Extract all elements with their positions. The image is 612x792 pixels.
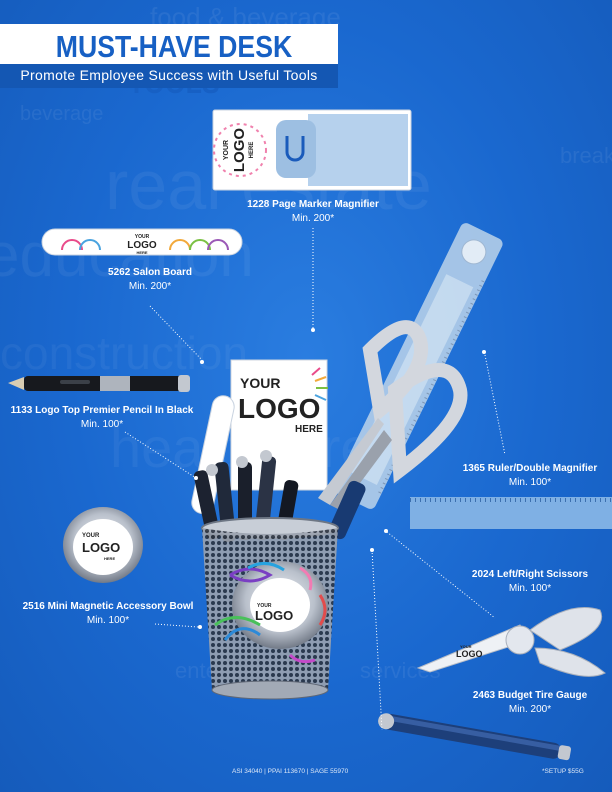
logo-here-text: HERE	[249, 142, 255, 159]
product-label: 2516 Mini Magnetic Accessory Bowl Min. 1…	[10, 600, 206, 628]
product-label: 5262 Salon Board Min. 200*	[70, 266, 230, 294]
scissors-right: YOUR LOGO	[416, 607, 606, 677]
mini-magnetic-bowl: YOUR LOGO HERE	[63, 507, 143, 583]
logo-text: LOGO	[82, 540, 120, 555]
watermark-word: beverage	[20, 103, 104, 125]
product-label: 2463 Budget Tire Gauge Min. 200*	[450, 689, 610, 717]
logo-here-text: HERE	[104, 556, 115, 561]
logo-text: LOGO	[255, 608, 293, 623]
footer-codes: ASI 34040 | PPAI 113670 | SAGE 55970	[232, 768, 349, 775]
watermark-word: services	[360, 658, 441, 683]
footer-setup: *SETUP $55G	[542, 768, 584, 775]
tire-gauge	[378, 713, 572, 761]
page-marker-magnifier: YOUR LOGO HERE	[212, 109, 412, 191]
logo-text: LOGO	[231, 128, 248, 172]
product-min: Min. 100*	[508, 583, 552, 594]
product-min: Min. 100*	[508, 477, 552, 488]
product-min: Min. 200*	[128, 281, 172, 292]
product-name: 2463 Budget Tire Gauge	[472, 690, 588, 701]
blue-ruler	[410, 497, 612, 529]
product-label: 1365 Ruler/Double Magnifier Min. 100*	[450, 462, 610, 490]
product-name: 1228 Page Marker Magnifier	[247, 199, 379, 210]
product-min: Min. 200*	[291, 213, 335, 224]
logo-here-text: HERE	[295, 424, 323, 435]
page-subtitle: Promote Employee Success with Useful Too…	[20, 67, 318, 83]
salon-board: YOUR LOGO HERE	[41, 228, 243, 256]
premier-pencil	[8, 375, 190, 392]
logo-your-text: YOUR	[257, 603, 272, 609]
logo-here-text: HERE	[136, 250, 147, 255]
header-banner: MUST-HAVE DESK TOOLS Promote Employee Su…	[0, 24, 338, 100]
logo-text: LOGO	[456, 649, 483, 659]
product-min: Min. 100*	[80, 419, 124, 430]
subtitle-bar: Promote Employee Success with Useful Too…	[0, 64, 338, 88]
logo-your-text: YOUR	[82, 533, 100, 539]
logo-your-text: YOUR	[135, 234, 150, 240]
watermark-word: construction	[0, 327, 249, 379]
logo-your-text: YOUR	[223, 140, 230, 160]
watermark-word: breakfast	[560, 143, 612, 168]
callout-lines	[124, 228, 506, 731]
product-name: 1133 Logo Top Premier Pencil In Black	[10, 405, 194, 416]
logo-your-text: YOUR	[240, 375, 280, 391]
product-name: 2516 Mini Magnetic Accessory Bowl	[22, 601, 194, 612]
logo-your-text: YOUR	[460, 644, 472, 649]
product-min: Min. 100*	[86, 615, 130, 626]
product-label: 2024 Left/Right Scissors Min. 100*	[450, 568, 610, 596]
product-min: Min. 200*	[508, 704, 552, 715]
product-name: 1365 Ruler/Double Magnifier	[462, 463, 598, 474]
scissors-left-right	[318, 320, 468, 510]
logo-text: LOGO	[127, 240, 157, 251]
product-label: 1228 Page Marker Magnifier Min. 200*	[210, 198, 416, 226]
product-label: 1133 Logo Top Premier Pencil In Black Mi…	[4, 404, 200, 432]
product-name: 2024 Left/Right Scissors	[471, 569, 589, 580]
product-name: 5262 Salon Board	[108, 267, 192, 278]
logo-text: LOGO	[238, 393, 320, 424]
mesh-pencil-cup: YOUR LOGO	[201, 517, 339, 700]
